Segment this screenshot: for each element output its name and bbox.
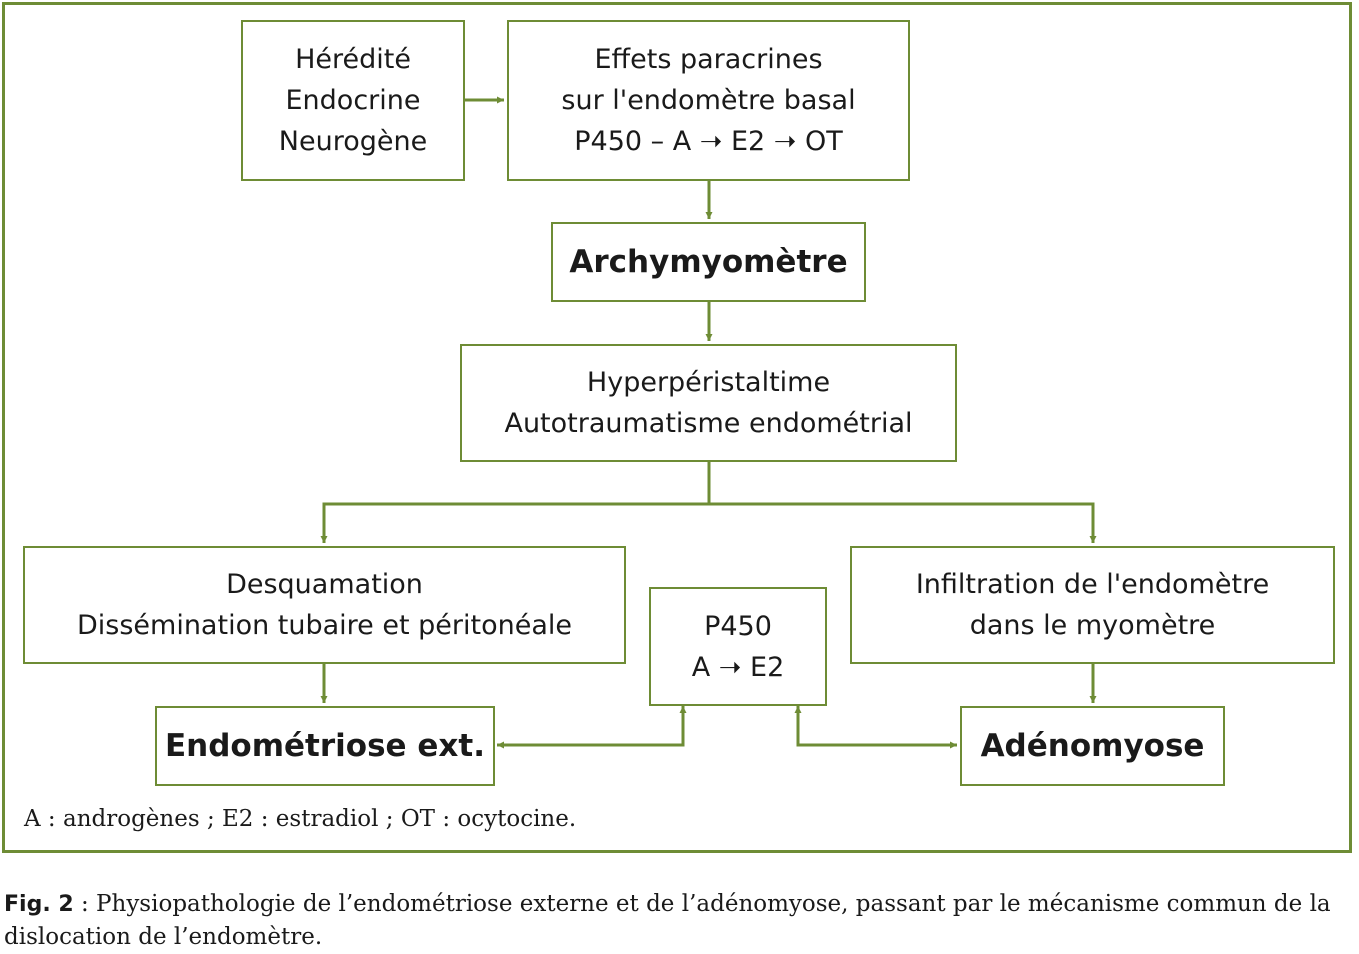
arrow-p450-adenomyose — [794, 706, 957, 749]
desquamation-line-1: Desquamation — [226, 569, 423, 600]
endometriose-label: Endométriose ext. — [165, 727, 485, 764]
adenomyose-label: Adénomyose — [980, 727, 1205, 764]
connector-split-right — [709, 502, 1097, 543]
box-effets-paracrines: Effets paracrines sur l'endomètre basal … — [507, 20, 910, 181]
p450-line-2: A ➝ E2 — [691, 651, 785, 683]
effets-line-1: Effets paracrines — [594, 44, 823, 75]
heredite-line-1: Hérédité — [295, 44, 411, 75]
box-heredite: Hérédité Endocrine Neurogène — [241, 20, 465, 181]
arrow-endometriose-p450 — [497, 706, 687, 749]
diagram-frame — [2, 2, 1352, 853]
box-endometriose: Endométriose ext. — [155, 706, 495, 786]
heredite-line-3: Neurogène — [278, 126, 428, 157]
desquamation-line-2: Dissémination tubaire et péritonéale — [76, 610, 572, 641]
figure-caption: Fig. 2 : Physiopathologie de l’endométri… — [4, 888, 1359, 954]
figure-caption-text: : Physiopathologie de l’endométriose ext… — [4, 891, 1331, 950]
effets-line-2: sur l'endomètre basal — [561, 85, 856, 116]
archymyometre-label: Archymyomètre — [569, 243, 848, 280]
infiltration-line-1: Infiltration de l'endomètre — [915, 569, 1270, 600]
box-desquamation: Desquamation Dissémination tubaire et pé… — [23, 546, 626, 664]
box-infiltration: Infiltration de l'endomètre dans le myom… — [850, 546, 1335, 664]
figure-label: Fig. 2 — [4, 892, 74, 917]
infiltration-line-2: dans le myomètre — [969, 610, 1216, 641]
box-hyperperistaltime: Hyperpéristaltime Autotraumatisme endomé… — [460, 344, 957, 462]
p450-line-1: P450 — [704, 610, 772, 642]
abbreviation-legend: A : androgènes ; E2 : estradiol ; OT : o… — [24, 806, 577, 832]
effets-line-3: P450 – A ➝ E2 ➝ OT — [574, 126, 843, 157]
hyperperistaltime-line-2: Autotraumatisme endométrial — [504, 408, 913, 439]
box-p450: P450 A ➝ E2 — [649, 587, 827, 706]
heredite-line-2: Endocrine — [285, 85, 421, 116]
box-archymyometre: Archymyomètre — [551, 222, 866, 302]
connector-split — [320, 462, 711, 543]
hyperperistaltime-line-1: Hyperpéristaltime — [586, 367, 831, 398]
box-adenomyose: Adénomyose — [960, 706, 1225, 786]
